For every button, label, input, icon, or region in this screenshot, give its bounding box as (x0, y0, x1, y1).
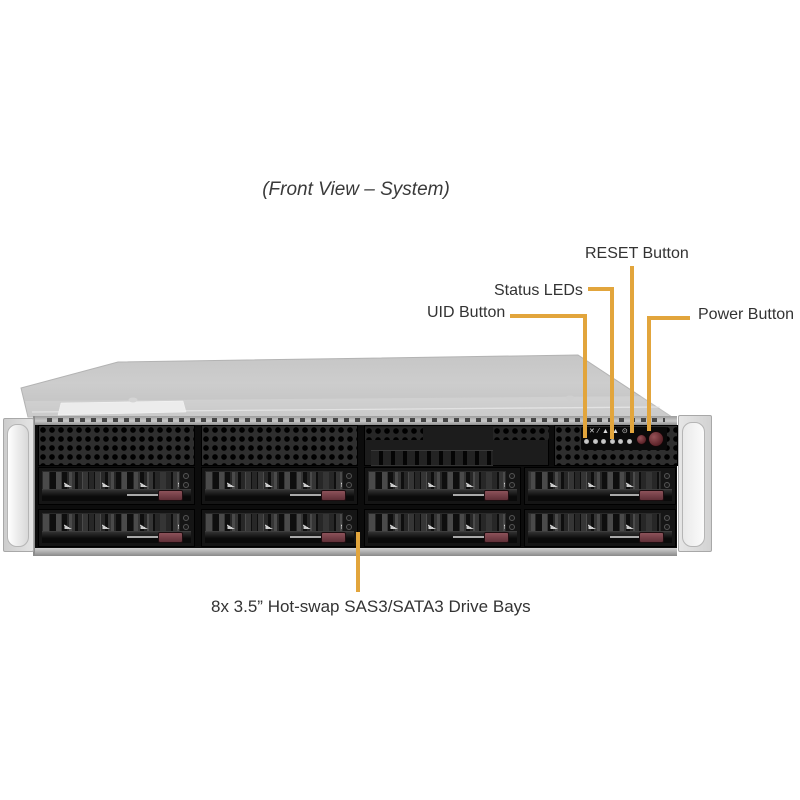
control-panel: ✕⁄▲▲⊙ (581, 427, 667, 450)
tray-screw (183, 515, 189, 521)
drive-tray-latch (640, 491, 663, 500)
drive-tray-latch (322, 533, 345, 542)
drive-bays-label: 8x 3.5” Hot-swap SAS3/SATA3 Drive Bays (211, 597, 531, 616)
drive-tray-handle (42, 531, 191, 543)
lid-front-highlight (25, 396, 672, 417)
drive-tray-vent (205, 513, 343, 535)
vent-holes (493, 427, 549, 440)
status-led-icons: ✕⁄▲▲⊙ (589, 428, 631, 435)
drive-tray-vent (368, 513, 506, 535)
lid-crease-line (31, 406, 661, 413)
status-led (601, 439, 606, 444)
status-led (618, 439, 623, 444)
tray-screw (183, 473, 189, 479)
left-handle (7, 424, 29, 547)
vent-panel-1 (38, 425, 195, 466)
chassis-front-face: ✕⁄▲▲⊙ (33, 416, 678, 556)
drive-tray (38, 467, 195, 505)
status-leds-label: Status LEDs (494, 282, 583, 299)
drive-tray-handle (205, 489, 354, 501)
tray-screw (509, 473, 515, 479)
tray-screw (509, 482, 515, 488)
lid-latch-mark-right (565, 395, 575, 401)
lid-latch-mark-left (128, 397, 138, 403)
drive-tray-handle (528, 489, 672, 501)
vent-holes (365, 427, 423, 440)
front-top-rail (35, 416, 677, 425)
drive-tray (38, 509, 195, 547)
vent-panel-2 (201, 425, 358, 466)
drive-tray-latch (640, 533, 663, 542)
drive-tray-latch (159, 491, 182, 500)
drive-tray-handle (368, 489, 517, 501)
uid-button-label: UID Button (427, 304, 506, 321)
drive-tray-latch (485, 491, 508, 500)
drive-tray-handle (42, 489, 191, 501)
drive-tray-handle (205, 531, 354, 543)
drive-tray (524, 467, 676, 505)
top-lid (20, 354, 674, 418)
slim-drive-slot (371, 450, 493, 466)
drive-tray (364, 509, 521, 547)
diagram-title: (Front View – System) (262, 179, 450, 200)
lid-sticker (57, 400, 187, 416)
tray-screw (183, 524, 189, 530)
tray-screw (346, 473, 352, 479)
tray-screw (664, 482, 670, 488)
power-button (648, 431, 664, 447)
status-led (609, 439, 615, 444)
drive-tray (201, 467, 358, 505)
reset-button-label: RESET Button (585, 245, 689, 262)
right-handle (682, 422, 705, 547)
tray-screw (509, 515, 515, 521)
status-led (626, 439, 632, 444)
drive-tray-handle (528, 531, 672, 543)
power-button-label: Power Button (698, 306, 795, 323)
reset-button (636, 434, 647, 445)
drive-tray-latch (159, 533, 182, 542)
drive-tray-vent (528, 513, 661, 535)
slim-drive-blank-panel (364, 425, 549, 466)
right-rack-ear (678, 415, 712, 552)
tray-screw (664, 515, 670, 521)
drive-tray (201, 509, 358, 547)
status-led-row (584, 439, 632, 444)
tray-screw (346, 524, 352, 530)
drive-tray-handle (368, 531, 517, 543)
tray-screw (346, 482, 352, 488)
tray-screw (509, 524, 515, 530)
drive-tray (364, 467, 521, 505)
uid-button-led (584, 439, 589, 444)
front-bottom-rail (35, 548, 677, 556)
tray-screw (664, 473, 670, 479)
control-panel-section: ✕⁄▲▲⊙ (554, 425, 678, 466)
left-rack-ear (3, 418, 34, 552)
status-led (592, 439, 598, 444)
tray-screw (183, 482, 189, 488)
drive-tray-latch (485, 533, 508, 542)
tray-screw (664, 524, 670, 530)
drive-tray-latch (322, 491, 345, 500)
tray-screw (346, 515, 352, 521)
drive-tray (524, 509, 676, 547)
